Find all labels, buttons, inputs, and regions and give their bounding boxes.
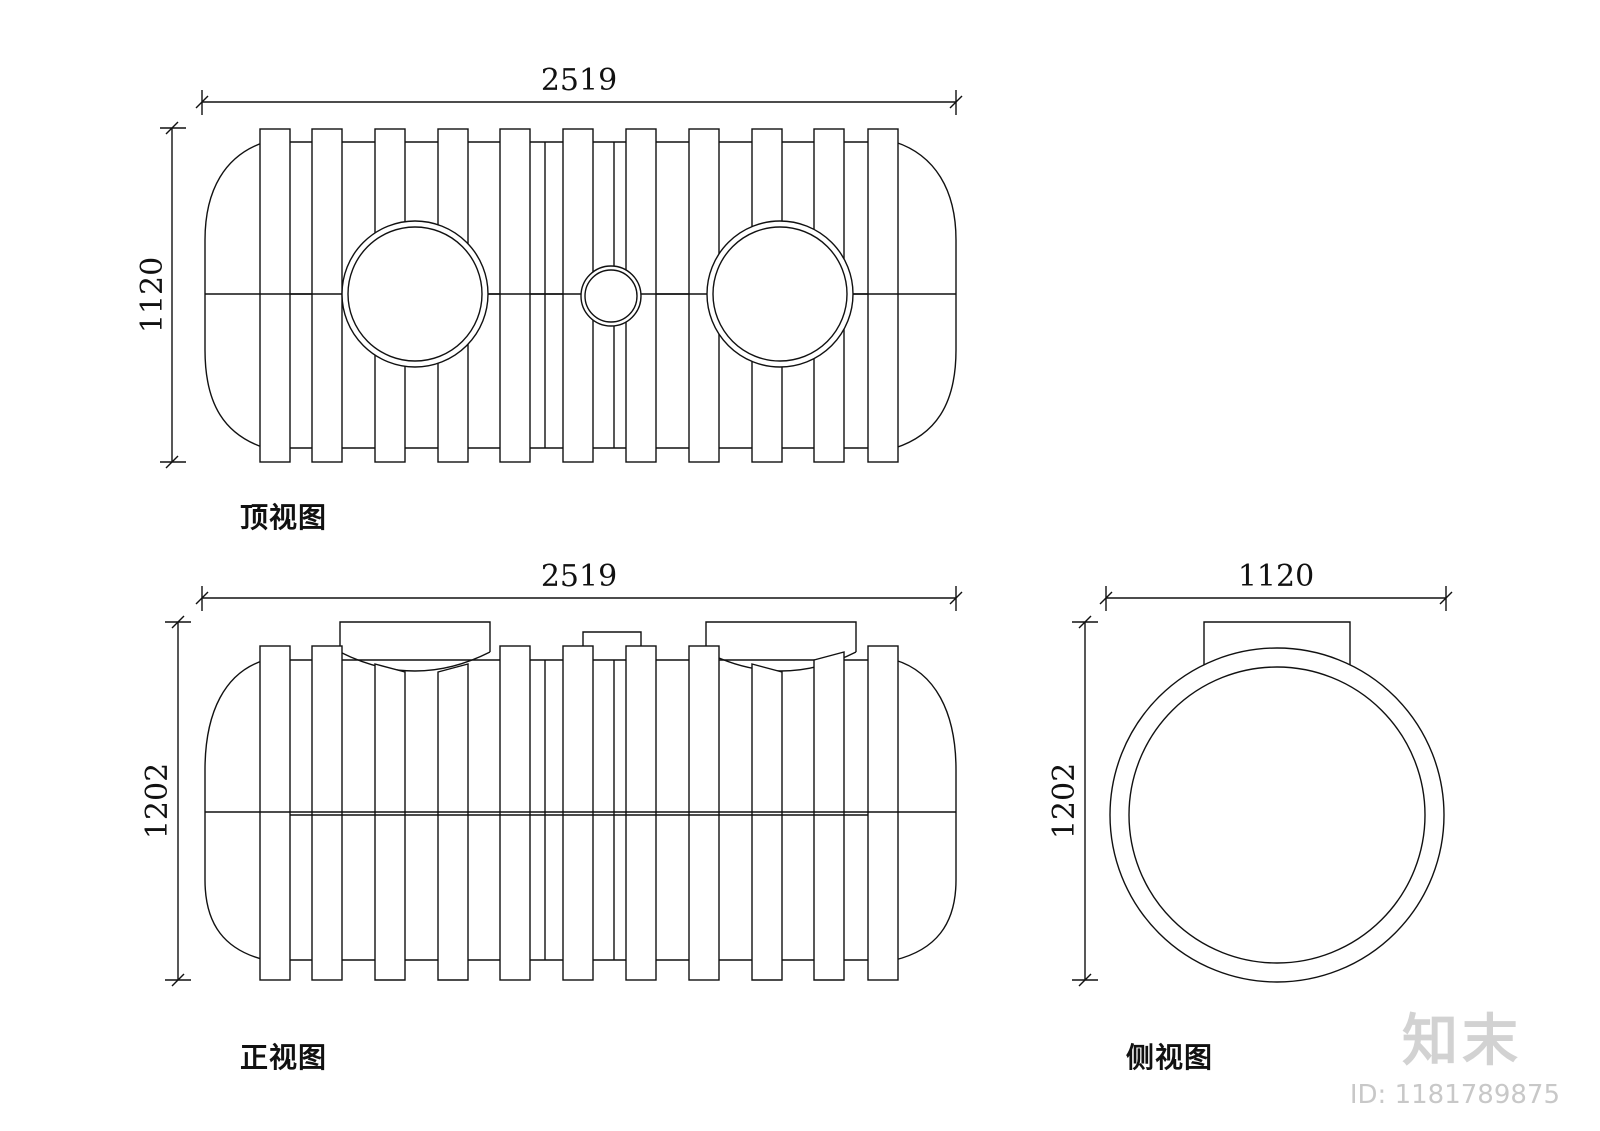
side-view-height-dimension xyxy=(1072,615,1098,987)
top-view-height-dim-text: 1120 xyxy=(135,257,170,333)
front-view-height-dim-text: 1202 xyxy=(140,763,175,839)
top-view-label: 顶视图 xyxy=(240,501,328,534)
side-view-turret xyxy=(1203,621,1351,668)
front-view-width-dimension xyxy=(195,586,963,611)
front-view-turret-right xyxy=(705,621,857,652)
side-view-label: 侧视图 xyxy=(1126,1041,1214,1074)
side-view-inner-shell xyxy=(1128,666,1426,964)
side-view-outer-shell xyxy=(1109,647,1445,983)
side-view-drawing xyxy=(1072,586,1453,987)
front-view-label: 正视图 xyxy=(240,1041,328,1074)
side-view-width-dimension xyxy=(1099,586,1453,611)
front-view-turret-left xyxy=(339,621,491,652)
top-view-height-dimension xyxy=(160,121,186,469)
side-view-height-dim-text: 1202 xyxy=(1047,763,1082,839)
watermark-brand: 知末 xyxy=(1402,1009,1522,1074)
top-view-width-dim-text: 2519 xyxy=(541,63,617,98)
side-view-width-dim-text: 1120 xyxy=(1238,559,1314,594)
top-view-drawing xyxy=(160,90,963,469)
top-view-manholes xyxy=(341,220,854,368)
front-view-drawing xyxy=(165,586,963,987)
top-view-width-dimension xyxy=(195,90,963,115)
front-view-ribs xyxy=(205,645,956,981)
front-view-height-dimension xyxy=(165,615,191,987)
front-view-width-dim-text: 2519 xyxy=(541,559,617,594)
watermark-id: ID: 1181789875 xyxy=(1349,1080,1560,1110)
